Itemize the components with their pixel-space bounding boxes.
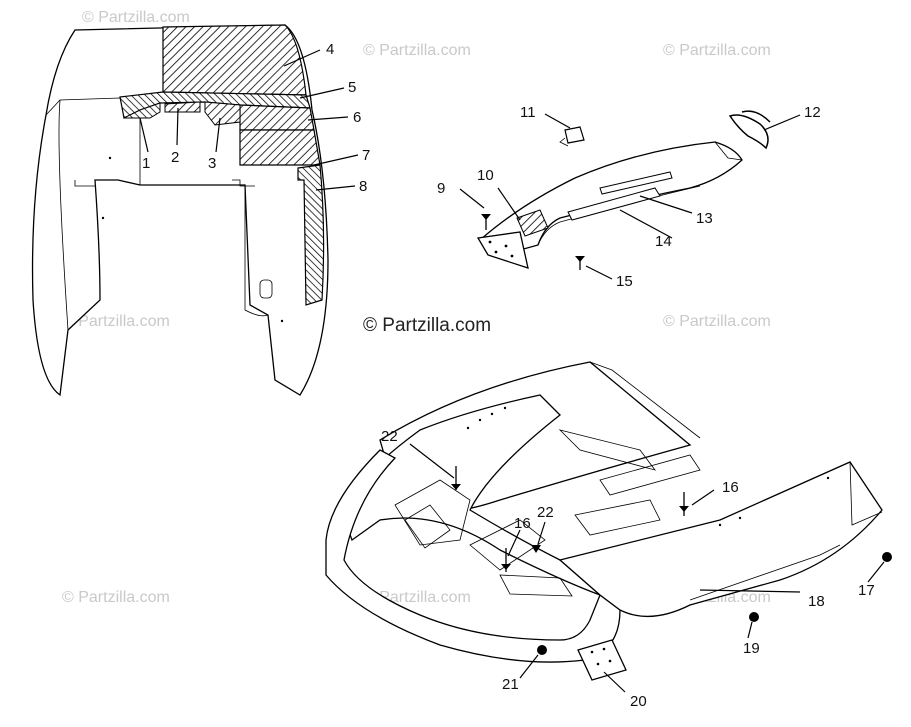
callout-2: 2: [171, 149, 179, 166]
callout-22-top: 22: [381, 428, 398, 445]
callout-12: 12: [804, 104, 821, 121]
watermark-center: © Partzilla.com: [363, 315, 491, 336]
watermark: © Partzilla.com: [363, 42, 471, 59]
leaders-left: [139, 49, 359, 191]
callout-7: 7: [362, 147, 370, 164]
callout-3: 3: [208, 155, 216, 172]
watermark: © Partzilla.com: [663, 42, 771, 59]
callout-21: 21: [502, 676, 519, 693]
nosepan-assembly: [325, 361, 892, 681]
callout-10: 10: [477, 167, 494, 184]
callout-20: 20: [630, 693, 647, 710]
watermark: © Partzilla.com: [663, 313, 771, 330]
watermark: © Partzilla.com: [62, 589, 170, 606]
decal-4: [162, 24, 307, 96]
callout-8: 8: [359, 178, 367, 195]
console-decal-13: [599, 171, 673, 195]
spring-clip-12: [728, 110, 771, 150]
callout-9: 9: [437, 180, 445, 197]
decal-3: [204, 101, 241, 126]
screw-22-top: [451, 466, 461, 490]
callout-6: 6: [353, 109, 361, 126]
screw-22-mid: [531, 545, 541, 553]
decal-7: [239, 129, 321, 166]
grommet-19: [749, 612, 759, 622]
leaders-console: [459, 113, 801, 280]
clip-11: [564, 126, 585, 144]
callout-5: 5: [348, 79, 356, 96]
decal-2: [164, 101, 201, 113]
callout-4: 4: [326, 41, 334, 58]
decal-1: [123, 102, 161, 119]
hood-assembly: [31, 24, 329, 397]
callout-16-left: 16: [514, 515, 531, 532]
callout-22-mid: 22: [537, 504, 554, 521]
callout-15: 15: [616, 273, 633, 290]
callout-13: 13: [696, 210, 713, 227]
plate-20: [577, 639, 627, 681]
console-decal-14: [567, 187, 661, 221]
screw-16-right: [679, 492, 689, 516]
callout-numbers: 1 2 3 4 5 6 7 8 9 10 11 12 13 14 15 16 1…: [142, 41, 875, 710]
callout-18: 18: [808, 593, 825, 610]
callout-17: 17: [858, 582, 875, 599]
grommet-17: [882, 552, 892, 562]
console-lens-10: [516, 209, 549, 237]
console-assembly: [476, 110, 771, 270]
decal-6: [239, 104, 315, 131]
callout-14: 14: [655, 233, 672, 250]
watermark: © Partzilla.com: [82, 9, 190, 26]
grommet-21: [537, 645, 547, 655]
callout-11: 11: [520, 104, 536, 121]
callout-1: 1: [142, 155, 150, 172]
screw-16-left: [501, 548, 511, 572]
leaders-nosepan: [409, 443, 885, 693]
callout-16-right: 16: [722, 479, 739, 496]
callout-19: 19: [743, 640, 760, 657]
decal-8: [297, 164, 325, 306]
watermark: © Partzilla.com: [62, 313, 170, 330]
